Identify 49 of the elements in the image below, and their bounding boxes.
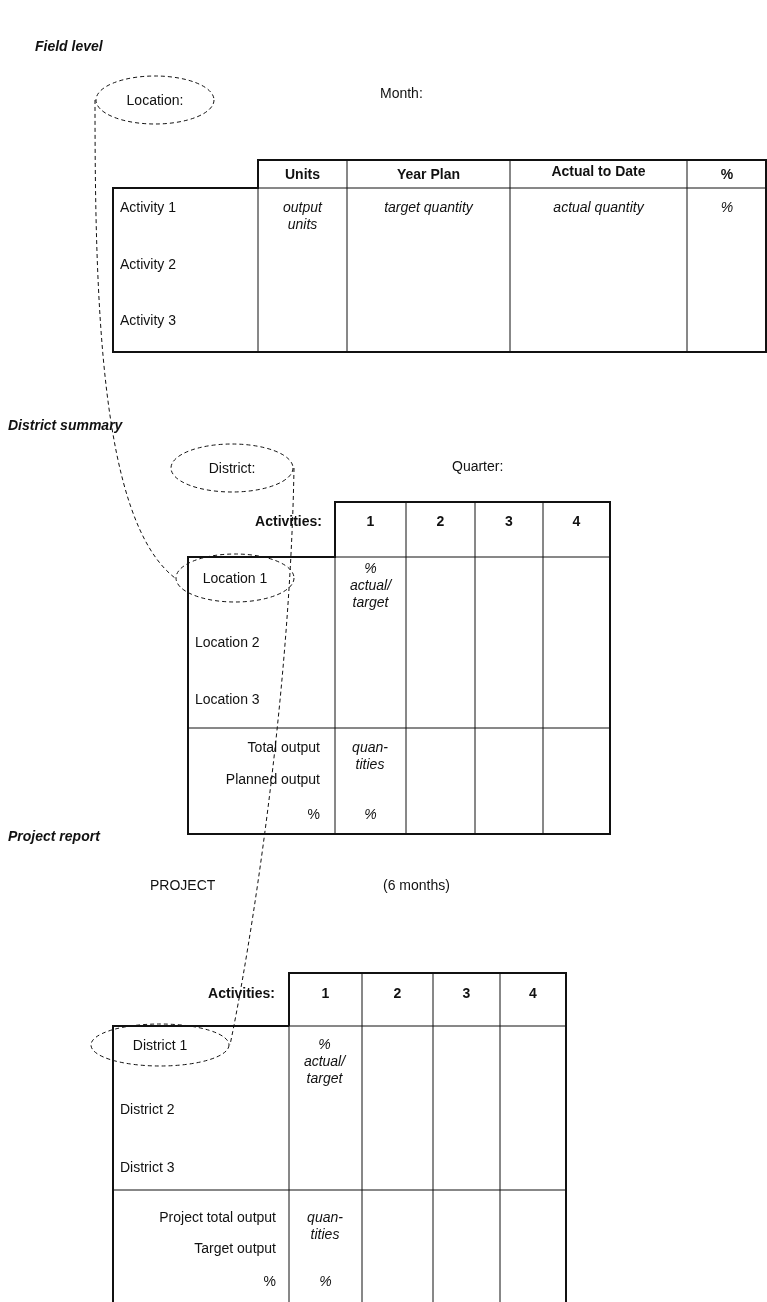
cell-value: % actual/ target <box>302 1036 348 1087</box>
row-label: Total output <box>246 739 320 756</box>
column-header: Activities: <box>207 985 275 1002</box>
cell-value: target quantity <box>383 199 475 216</box>
circled-label: Location 1 <box>175 553 295 603</box>
row-label: Activity 1 <box>120 199 177 216</box>
column-header: 2 <box>435 513 446 530</box>
column-header: 2 <box>392 985 403 1002</box>
column-header: 3 <box>504 513 514 530</box>
row-label: Location 2 <box>195 634 261 651</box>
column-header: % <box>719 166 735 183</box>
row-label: Month: <box>380 85 424 102</box>
cell-value: quan- tities <box>351 739 389 773</box>
row-label: Quarter: <box>452 458 505 475</box>
column-header: Actual to Date <box>550 163 647 180</box>
row-label: % <box>262 1273 276 1290</box>
section-heading: Project report <box>8 828 102 845</box>
circled-label: Location: <box>95 75 215 125</box>
column-header: 1 <box>365 513 376 530</box>
column-header: 4 <box>528 985 538 1002</box>
column-header: 4 <box>571 513 582 530</box>
row-label: Activity 3 <box>120 312 177 329</box>
column-header: Year Plan <box>395 166 461 183</box>
row-label: PROJECT <box>150 877 217 894</box>
column-header: 3 <box>461 985 472 1002</box>
section-heading: Field level <box>35 38 104 55</box>
column-header: Activities: <box>254 513 322 530</box>
cell-value: actual quantity <box>552 199 646 216</box>
row-label: Activity 2 <box>120 256 177 273</box>
circled-label: District: <box>170 443 294 493</box>
cell-value: % <box>363 806 378 823</box>
row-label: District 2 <box>120 1101 176 1118</box>
row-label: % <box>306 806 320 823</box>
cell-value: quan- tities <box>306 1209 344 1243</box>
cell-value: % <box>719 199 735 216</box>
circled-label: District 1 <box>90 1023 230 1067</box>
cell-value: % actual/ target <box>348 560 394 611</box>
dashed-connector <box>94 99 176 579</box>
row-label: Project total output <box>158 1209 276 1226</box>
column-header: 1 <box>320 985 331 1002</box>
row-label: Planned output <box>224 771 320 788</box>
row-label: Location 3 <box>195 691 261 708</box>
cell-value: output units <box>282 199 324 233</box>
cell-value: % <box>318 1273 333 1290</box>
row-label: Target output <box>193 1240 276 1257</box>
section-heading: District summary <box>8 417 124 434</box>
column-header: Units <box>284 166 321 183</box>
row-label: District 3 <box>120 1159 176 1176</box>
row-label: (6 months) <box>383 877 451 894</box>
